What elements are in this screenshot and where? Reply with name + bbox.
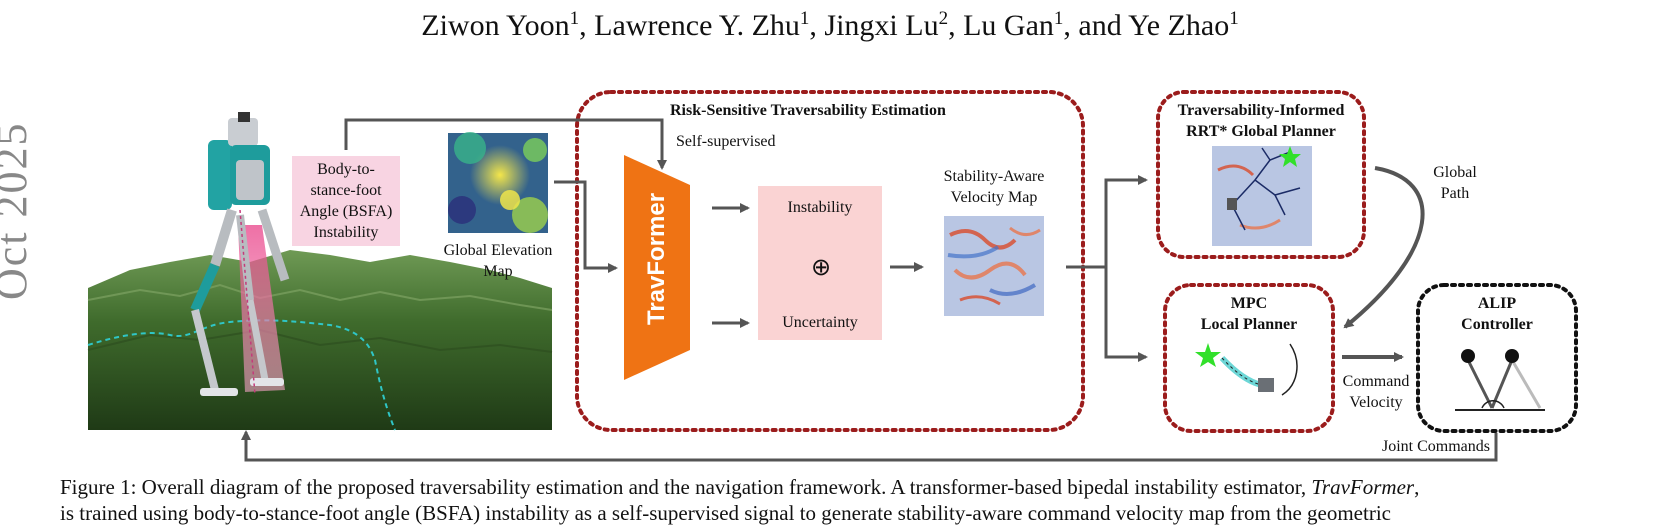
alip-pendulum-image <box>1455 349 1545 411</box>
joint-commands-label: Joint Commands <box>1381 438 1490 455</box>
map-to-global-planner-arrow <box>1066 175 1148 269</box>
global-path-label: Global Path <box>1433 164 1477 202</box>
instability-uncertainty-box <box>758 186 882 340</box>
self-supervised-arrow <box>344 118 667 170</box>
author-separator: , and <box>1063 9 1129 42</box>
author-name: Ye Zhao <box>1128 9 1230 42</box>
author-affiliation: 1 <box>569 8 580 29</box>
author-list: Ziwon Yoon1, Lawrence Y. Zhu1, Jingxi Lu… <box>0 0 1660 45</box>
risk-sensitive-estimation-frame <box>575 90 1085 432</box>
stability-velocity-map-image <box>944 216 1044 316</box>
elevation-to-travformer-arrow <box>554 180 618 273</box>
author-name: Lu Gan <box>963 9 1054 42</box>
author-affiliation: 1 <box>1053 8 1064 29</box>
joint-commands-arrow <box>241 430 1498 462</box>
map-to-local-planner-arrow <box>1104 267 1148 362</box>
global-path-arrow <box>1343 166 1425 329</box>
risk-sensitive-title: Risk-Sensitive Traversability Estimation <box>670 102 946 119</box>
uncertainty-label: Uncertainty <box>782 314 858 331</box>
caption-line-2: is trained using body-to-stance-foot ang… <box>60 501 1391 525</box>
rrt-map-image <box>1212 146 1312 246</box>
author-affiliation: 2 <box>938 8 949 29</box>
travformer-label: TravFormer <box>643 192 670 325</box>
figure-caption: Figure 1: Overall diagram of the propose… <box>60 474 1620 526</box>
instability-label: Instability <box>787 199 853 216</box>
mpc-local-planner-image <box>1195 343 1298 396</box>
author-name: Lawrence Y. Zhu <box>594 9 800 42</box>
self-supervised-label: Self-supervised <box>676 133 776 150</box>
bsfa-label: Body-to- stance-foot Angle (BSFA) Instab… <box>299 161 393 241</box>
caption-line-1: Figure 1: Overall diagram of the propose… <box>60 475 1420 499</box>
author-separator: , <box>809 9 825 42</box>
mpc-planner-title: MPC Local Planner <box>1200 295 1298 333</box>
author-name: Jingxi Lu <box>824 9 939 42</box>
robot-illustration <box>190 112 290 396</box>
mpc-planner-frame <box>1163 283 1335 433</box>
alip-controller-title: ALIP Controller <box>1461 295 1533 333</box>
author-affiliation: 1 <box>799 8 810 29</box>
author-separator: , <box>579 9 595 42</box>
rrt-planner-frame <box>1156 90 1366 259</box>
sum-operator: ⊕ <box>810 253 832 281</box>
alip-controller-frame <box>1416 283 1578 433</box>
author-affiliation: 1 <box>1229 8 1239 29</box>
rrt-planner-title: Traversability-Informed RRT* Global Plan… <box>1177 102 1345 140</box>
author-name: Ziwon Yoon <box>421 9 570 42</box>
global-elevation-map-image <box>448 132 548 233</box>
stability-map-label: Stability-Aware Velocity Map <box>943 168 1045 206</box>
global-elevation-map-label: Global Elevation Map <box>443 242 553 280</box>
command-velocity-label: Command Velocity <box>1342 373 1410 411</box>
author-separator: , <box>948 9 964 42</box>
bsfa-instability-box <box>292 156 400 246</box>
travformer-block <box>624 155 690 380</box>
